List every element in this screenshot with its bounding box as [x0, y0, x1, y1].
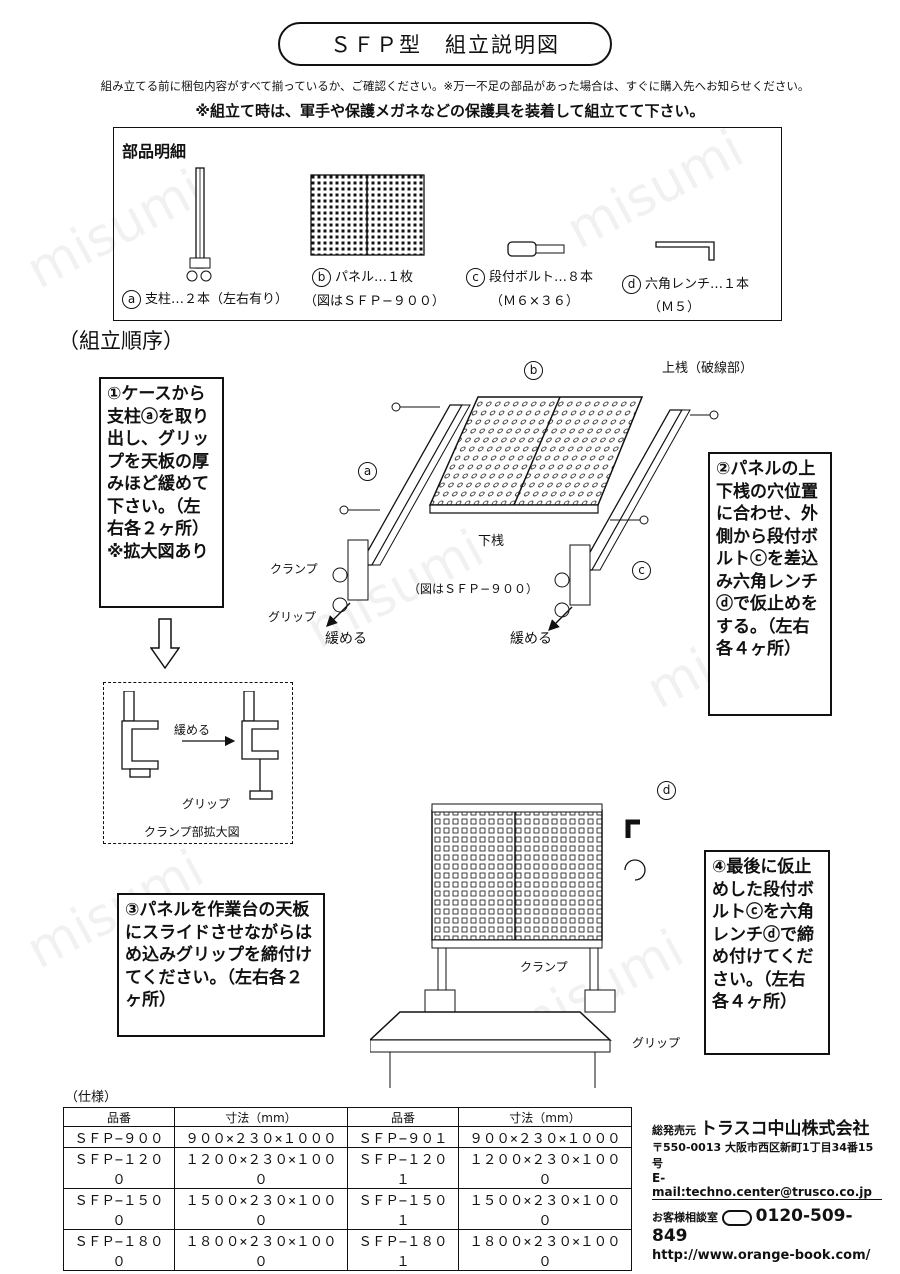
- section-title: （組立順序）: [58, 329, 184, 353]
- detail-grip-label: グリップ: [182, 797, 231, 811]
- detail-caption: クランプ部拡大図: [144, 825, 240, 839]
- installation-diagram: [370, 803, 646, 1088]
- part-c: c 段付ボルト…８本: [466, 266, 593, 287]
- parts-heading: 部品明細: [122, 142, 187, 161]
- spec-cell: ＳＦＰ−１８０１: [347, 1229, 459, 1271]
- spec-header: 寸法（mm）: [174, 1107, 348, 1127]
- step1-callout: ①ケースから支柱ⓐを取り出し、グリップを天板の厚みほど緩めて下さい。（左右各２ヶ…: [99, 377, 224, 608]
- down-arrow-icon: [150, 618, 180, 670]
- spec-cell: ＳＦＰ−９００: [63, 1126, 175, 1148]
- detail-loosen-label: 緩める: [174, 723, 211, 737]
- part-b-sub: （図はＳＦＰ−９００）: [304, 294, 445, 309]
- part-c-mark: c: [466, 268, 485, 287]
- grip-label: グリップ: [268, 610, 317, 624]
- intro-text: 組み立てる前に梱包内容がすべて揃っているか、ご確認ください。※万一不足の部品があ…: [100, 79, 810, 93]
- clamp-detail-illustration: [121, 691, 279, 800]
- table-row: ＳＦＰ−１８００ １８００×２３０×１０００ ＳＦＰ−１８０１ １８００×２３０…: [63, 1229, 632, 1271]
- part-b: b パネル…１枚: [312, 266, 413, 287]
- spec-table: 品番 寸法（mm） 品番 寸法（mm） ＳＦＰ−９００ ９００×２３０×１０００…: [63, 1107, 632, 1271]
- part-a: a 支柱…２本（左右有り）: [122, 288, 288, 309]
- step2-callout: ②パネルの上下桟の穴位置に合わせ、外側から段付ボルトⓒを差込み六角レンチⓓで仮止…: [708, 452, 832, 716]
- assembly-diagram: [326, 396, 719, 631]
- spec-cell: ＳＦＰ−１８００: [63, 1229, 175, 1271]
- company-name: トラスコ中山株式会社: [699, 1119, 870, 1139]
- bolt-illustration: [507, 241, 565, 257]
- loosen-right-label: 緩める: [510, 631, 552, 647]
- phone-icon: [721, 1209, 752, 1226]
- spec-cell: １２００×２３０×１０００: [174, 1147, 348, 1189]
- spec-header: 品番: [63, 1107, 175, 1127]
- part-d-mark: d: [622, 275, 641, 294]
- label-b: b: [524, 359, 547, 380]
- part-c-sub: （Ｍ６×３６）: [490, 294, 579, 309]
- spec-cell: １８００×２３０×１０００: [458, 1229, 632, 1271]
- spec-header-row: 品番 寸法（mm） 品番 寸法（mm）: [63, 1107, 632, 1127]
- table-row: ＳＦＰ−１２００ １２００×２３０×１０００ ＳＦＰ−１２０１ １２００×２３０…: [63, 1147, 632, 1189]
- table-row: ＳＦＰ−９００ ９００×２３０×１０００ ＳＦＰ−９０１ ９００×２３０×１００…: [63, 1126, 632, 1148]
- post-illustration: [186, 167, 212, 282]
- safety-warning: ※組立て時は、軍手や保護メガネなどの保護具を装着して組立てて下さい。: [195, 102, 705, 120]
- company-info: 総発売元 トラスコ中山株式会社 〒550-0013 大阪市西区新町1丁目34番1…: [652, 1114, 882, 1263]
- spec-header: 品番: [347, 1107, 459, 1127]
- clamp-label: クランプ: [270, 562, 318, 576]
- loosen-left-label: 緩める: [325, 631, 367, 647]
- spec-cell: ＳＦＰ−１５００: [63, 1188, 175, 1230]
- hex-wrench-illustration: [655, 241, 715, 261]
- step3-callout: ③パネルを作業台の天板にスライドさせながらはめ込みグリップを締付けてください。（…: [117, 893, 325, 1037]
- company-address: 〒550-0013 大阪市西区新町1丁目34番15号: [652, 1141, 874, 1170]
- company-role: 総発売元: [652, 1124, 696, 1137]
- label-c: c: [632, 559, 655, 580]
- label-d: d: [657, 779, 680, 800]
- spec-cell: ＳＦＰ−１２００: [63, 1147, 175, 1189]
- spec-cell: ＳＦＰ−１２０１: [347, 1147, 459, 1189]
- panel-illustration: [310, 174, 425, 256]
- spec-cell: ＳＦＰ−９０１: [347, 1126, 459, 1148]
- spec-cell: １５００×２３０×１０００: [458, 1188, 632, 1230]
- part-b-label: パネル…１枚: [335, 270, 414, 285]
- part-d-sub: （Ｍ５）: [648, 300, 701, 315]
- figure-note: （図はＳＦＰ−９００）: [408, 582, 539, 596]
- part-b-mark: b: [312, 268, 331, 287]
- spec-caption: （仕様）: [65, 1090, 118, 1105]
- lower-rail-label: 下桟: [478, 534, 505, 549]
- tel-label: お客様相談室: [652, 1211, 718, 1224]
- spec-cell: １５００×２３０×１０００: [174, 1188, 348, 1230]
- spec-cell: １８００×２３０×１０００: [174, 1229, 348, 1271]
- step4-callout: ④最後に仮止めした段付ボルトⓒを六角レンチⓓで締め付けてください。（左右各４ヶ所…: [704, 850, 830, 1055]
- part-a-mark: a: [122, 290, 141, 309]
- clamp-label-2: クランプ: [520, 960, 568, 974]
- table-row: ＳＦＰ−１５００ １５００×２３０×１０００ ＳＦＰ−１５０１ １５００×２３０…: [63, 1188, 632, 1230]
- clamp-detail-box: 緩める グリップ クランプ部拡大図: [103, 682, 293, 844]
- page-title: ＳＦＰ型 組立説明図: [278, 22, 612, 66]
- part-c-label: 段付ボルト…８本: [489, 270, 594, 285]
- part-a-label: 支柱…２本（左右有り）: [145, 292, 289, 307]
- spec-cell: ９００×２３０×１０００: [458, 1126, 632, 1148]
- company-email[interactable]: E-mail:techno.center@trusco.co.jp: [652, 1171, 882, 1200]
- spec-cell: ９００×２３０×１０００: [174, 1126, 348, 1148]
- label-a: a: [358, 460, 381, 481]
- upper-rail-label: 上桟（破線部）: [662, 361, 754, 376]
- spec-cell: ＳＦＰ−１５０１: [347, 1188, 459, 1230]
- part-d: d 六角レンチ…１本: [622, 273, 749, 294]
- company-tel: 0120-509-849: [652, 1206, 853, 1246]
- spec-cell: １２００×２３０×１０００: [458, 1147, 632, 1189]
- grip-label-2: グリップ: [632, 1036, 681, 1050]
- spec-header: 寸法（mm）: [458, 1107, 632, 1127]
- company-url[interactable]: http://www.orange-book.com/: [652, 1248, 871, 1263]
- part-d-label: 六角レンチ…１本: [645, 277, 750, 292]
